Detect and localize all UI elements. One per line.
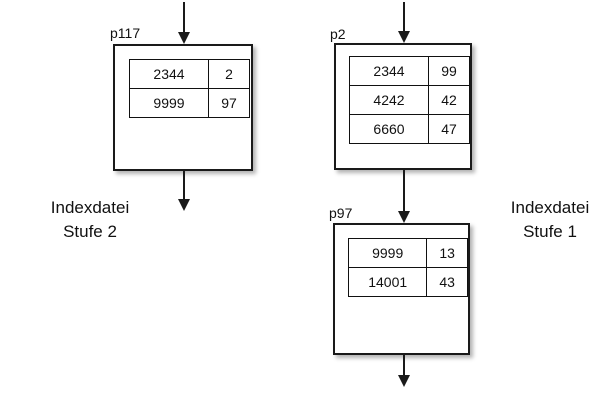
arrow-p2-to-p97 [398,170,410,223]
table-row[interactable]: 9999 13 [347,238,468,268]
caption-right: Indexdatei Stufe 1 [492,196,608,244]
caption-left: Indexdatei Stufe 2 [20,196,160,244]
entry-table-p97: 9999 13 14001 43 [347,238,468,297]
arrow-shaft [403,170,405,213]
arrow-head-icon [398,375,410,387]
table-row[interactable]: 6660 47 [349,114,470,144]
entry-value: 47 [428,114,470,144]
entry-key: 6660 [349,114,429,144]
table-row[interactable]: 2344 2 [129,59,250,89]
arrow-head-icon [178,199,190,211]
table-row[interactable]: 14001 43 [347,267,468,297]
table-row[interactable]: 2344 99 [349,56,470,86]
arrow-shaft [403,2,405,33]
arrow-head-icon [178,32,190,44]
entry-value: 2 [208,59,250,89]
caption-left-line1: Indexdatei [50,198,130,217]
entry-table-p117: 2344 2 9999 97 [129,59,250,118]
arrow-head-icon [398,31,410,43]
caption-left-line2: Stufe 2 [63,222,117,241]
entry-key: 4242 [349,85,429,115]
arrow-shaft [183,171,185,201]
page-node-p2[interactable]: 2344 99 4242 42 6660 47 [334,43,472,170]
entry-key: 14001 [347,267,428,297]
entry-value: 13 [426,238,468,268]
page-label-p97: p97 [329,205,353,221]
entry-value: 43 [426,267,468,297]
entry-value: 42 [428,85,470,115]
arrow-out-p97 [398,355,410,387]
entry-key: 2344 [129,59,209,89]
caption-right-line1: Indexdatei [510,198,590,217]
entry-table-p2: 2344 99 4242 42 6660 47 [349,56,470,144]
arrow-into-p117 [178,2,190,44]
entry-value: 99 [428,56,470,86]
arrow-into-p2 [398,2,410,43]
arrow-out-p117 [178,171,190,211]
page-label-p117: p117 [110,25,141,41]
arrow-shaft [403,355,405,377]
entry-value: 97 [208,88,250,118]
entry-key: 9999 [129,88,209,118]
page-node-p117[interactable]: 2344 2 9999 97 [113,44,253,171]
caption-right-line2: Stufe 1 [523,222,577,241]
table-row[interactable]: 4242 42 [349,85,470,115]
entry-key: 9999 [347,238,428,268]
page-node-p97[interactable]: 9999 13 14001 43 [333,223,470,355]
table-row[interactable]: 9999 97 [129,88,250,118]
arrow-shaft [183,2,185,34]
arrow-head-icon [398,211,410,223]
entry-key: 2344 [349,56,429,86]
page-label-p2: p2 [330,26,346,42]
